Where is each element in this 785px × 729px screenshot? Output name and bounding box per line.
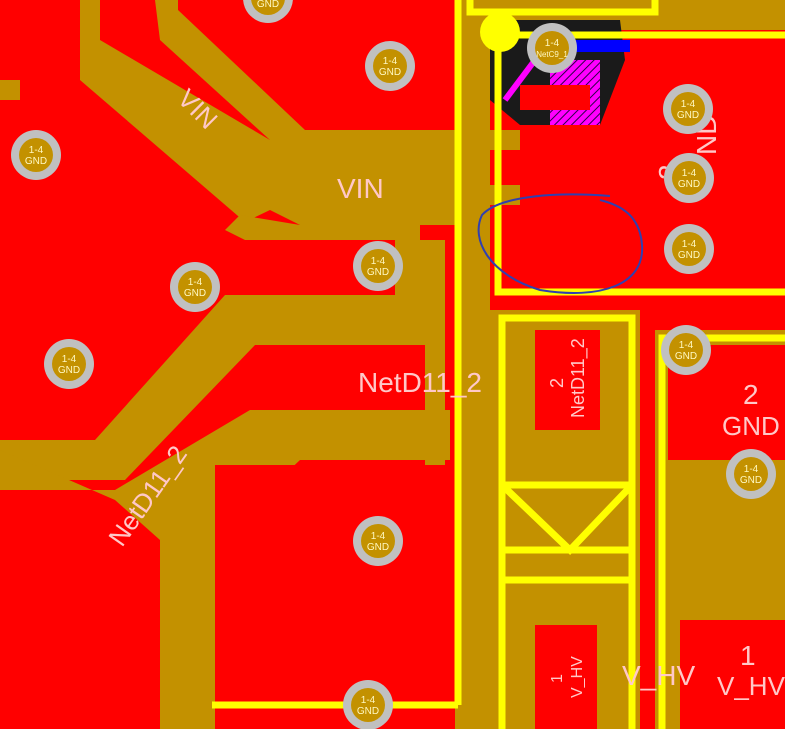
pad-vhv-left[interactable]	[535, 625, 597, 729]
label-vhv-pad-net: V_HV	[717, 671, 785, 701]
silk-gnd-box	[658, 334, 785, 729]
via-layers-label: 1-4	[62, 354, 77, 365]
via-net-label: GND	[678, 179, 700, 190]
via-layers-label: 1-4	[682, 168, 697, 179]
via-net-label: NetC9_1	[536, 50, 568, 59]
via-net-label: GND	[367, 267, 389, 278]
via-hole	[351, 688, 385, 722]
via-hole	[671, 92, 705, 126]
via-net-label: GND	[740, 475, 762, 486]
via-layers-label: 1-4	[682, 239, 697, 250]
annotation-circle[interactable]	[477, 193, 644, 294]
via-layers-label: 1-4	[383, 56, 398, 67]
label-vhv-middle: V_HV	[622, 660, 695, 691]
via-net-label: GND	[257, 0, 279, 10]
vias-layer: 1-4GND1-4GND1-4GND1-4GND1-4GND1-4GND1-4G…	[11, 0, 776, 729]
via-layers-label: 1-4	[29, 145, 44, 156]
silk-d11-left	[494, 35, 785, 296]
label-vhv-pad-number: 1	[740, 640, 756, 671]
trace-vin-upper	[155, 0, 460, 140]
via-layers-label: 1-4	[681, 99, 696, 110]
c9-pad-red	[520, 85, 590, 110]
trace-netd11-main	[0, 295, 445, 480]
via-hole	[52, 347, 86, 381]
label-vhv-small-net: V_HV	[569, 656, 586, 698]
via-hole	[361, 249, 395, 283]
trace-vin-left-edge	[0, 80, 20, 100]
via-net-label: GND	[25, 156, 47, 167]
via-layers-label: 1-4	[545, 38, 560, 49]
label-vin-horizontal: VIN	[337, 173, 384, 204]
pad-netd11-2[interactable]	[535, 330, 600, 430]
label-netd11-horizontal: NetD11_2	[358, 367, 482, 398]
pad-vhv-right[interactable]	[680, 620, 785, 729]
via-hole	[672, 232, 706, 266]
via-net-label: GND	[367, 542, 389, 553]
via-hole	[373, 49, 407, 83]
via-hole	[535, 31, 569, 65]
trace-vin-diagonal	[80, 0, 460, 225]
via-layers-label: 1-4	[188, 277, 203, 288]
pad-d11-top[interactable]	[520, 130, 595, 155]
pour-bottom-centre	[215, 465, 445, 729]
component-c9[interactable]	[490, 20, 630, 125]
via-layers-label: 1-4	[371, 256, 386, 267]
via-net-label: GND	[677, 110, 699, 121]
label-pad2-number: 2	[547, 378, 567, 388]
pin1-marker	[480, 12, 520, 52]
label-vhv-small-number: 1	[549, 674, 566, 683]
label-gnd-pad-net: GND	[722, 411, 780, 441]
via-hole	[178, 270, 212, 304]
via-hole	[251, 0, 285, 15]
via-layers-label: 1-4	[679, 340, 694, 351]
silk-outline-top	[466, 0, 659, 16]
via-net-label: GND	[357, 706, 379, 717]
via-hole	[734, 457, 768, 491]
c9-pink-line	[502, 58, 538, 102]
label-pad2-net: NetD11_2	[568, 338, 589, 418]
c9-blue-line	[560, 40, 630, 52]
via-net-label: GND	[58, 365, 80, 376]
via-layers-label: 1-4	[744, 464, 759, 475]
trace-vin-horizontal	[225, 215, 420, 240]
via-layers-label: 1-4	[361, 695, 376, 706]
via-layers-label: 1-4	[371, 531, 386, 542]
via-hole	[19, 138, 53, 172]
via-net-label: GND	[678, 250, 700, 261]
via-hole	[361, 524, 395, 558]
via-net-label: GND	[184, 288, 206, 299]
silkscreen	[212, 0, 785, 729]
silk-d12-box	[498, 314, 636, 729]
label-gnd-pad-number: 2	[743, 379, 759, 410]
via-net-label: GND	[675, 351, 697, 362]
via-hole	[669, 333, 703, 367]
pad-d11-bottom[interactable]	[520, 215, 585, 245]
via-net-label: GND	[379, 67, 401, 78]
pour-right-gap	[765, 100, 785, 260]
via-hole	[672, 161, 706, 195]
